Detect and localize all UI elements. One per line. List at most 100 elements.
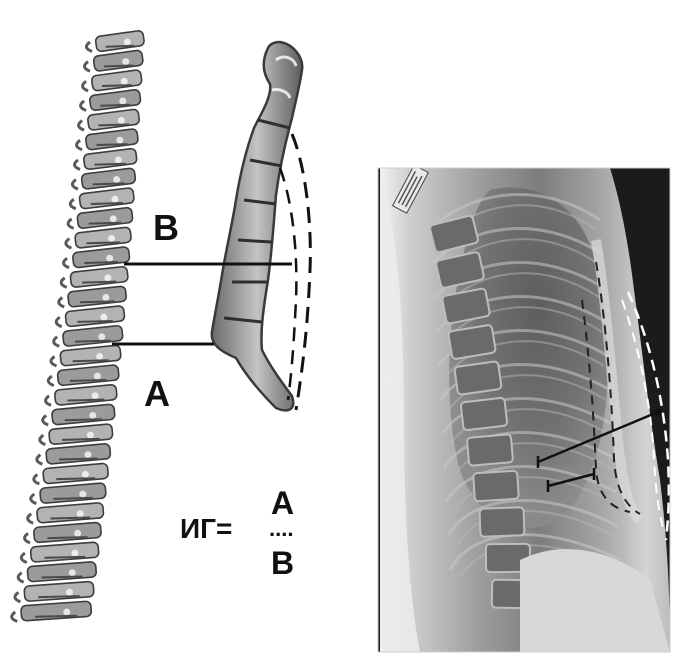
vertebra-disc [104,65,133,66]
vertebra-highlight [66,589,73,596]
vertebra [77,207,133,229]
vertebra-disc [56,478,95,479]
vertebra [83,148,137,170]
vertebra-highlight [111,196,118,203]
vertebra-disc [59,459,97,460]
vertebra-highlight [113,176,120,183]
vertebra-disc [100,105,130,106]
vertebra-highlight [110,215,117,222]
vertebra-highlight [102,294,109,301]
vertebra-highlight [92,392,99,399]
vertebra [93,50,143,72]
vertebra-disc [102,85,132,86]
vertebra [89,89,141,111]
vertebra-process [54,337,60,347]
vertebra-disc [84,262,118,263]
vertebra-highlight [89,412,96,419]
vertebra-highlight [96,353,103,360]
vertebra [43,463,109,484]
vertebra-process [64,258,70,268]
vertebra-process [83,81,89,91]
vertebra-disc [47,537,87,538]
vertebra-disc [75,341,111,342]
vertebra-process [37,455,43,465]
vertebra-disc [38,596,80,597]
vertebra-process [12,612,18,622]
vertebra [21,601,92,621]
vertebra-process [34,474,40,484]
vertebra-disc [73,360,109,361]
vertebra [30,542,99,562]
vertebra-disc [95,164,127,165]
vertebra-highlight [104,274,111,281]
vertebra-highlight [84,451,91,458]
vertebra-disc [80,301,115,302]
label-b: B [153,207,179,248]
vertebra-disc [65,419,102,420]
vertebra-disc [41,576,82,577]
vertebra [75,227,132,249]
xray-vertebra [467,434,513,466]
vertebra [72,247,130,268]
vertebra-process [48,376,54,386]
vertebra-disc [44,557,85,558]
vertebra-highlight [82,471,89,478]
vertebra-process [86,42,92,52]
vertebra-process [15,592,21,602]
vertebra-process [79,121,85,131]
vertebra [54,384,117,405]
vertebra [79,188,135,210]
xray-vertebra [461,398,508,431]
vertebra-disc [91,203,123,204]
xray-vertebra [454,361,501,395]
vertebra-process [25,533,31,543]
xray-vertebra [473,471,519,502]
vertebra-disc [87,242,120,243]
vertebra-highlight [108,235,115,242]
normal-contour-dashed-inner [280,168,296,400]
vertebra-highlight [74,530,81,537]
vertebra-process [72,180,78,190]
vertebra-disc [96,144,127,145]
vertebra [52,404,116,425]
vertebra-process [84,62,90,72]
vertebra-disc [89,223,122,224]
vertebra-process [56,317,62,327]
vertebra-process [28,514,34,524]
xray-measure-endpoint [655,409,662,416]
sternum [212,42,311,410]
xray-vertebra [448,325,496,360]
vertebra-process [70,199,76,209]
vertebra [37,502,104,523]
index-formula: ИГ= A .... B [180,485,294,581]
vertebra-disc [62,439,100,440]
vertebra-highlight [124,39,131,46]
vertebra-process [61,278,67,288]
formula-dots: .... [269,516,293,541]
vertebra-process [66,239,72,249]
vertebra-highlight [100,314,107,321]
vertebra [87,109,140,131]
vertebral-column [12,30,145,621]
vertebra-disc [35,616,77,617]
vertebra-disc [82,282,116,283]
vertebra-highlight [118,117,125,124]
vertebra [33,522,101,542]
formula-lhs: ИГ= [180,513,232,544]
formula-denominator: B [271,545,294,581]
vertebra-process [59,298,65,308]
vertebra-disc [67,400,104,401]
vertebra-disc [70,380,107,381]
vertebra-highlight [119,97,126,104]
vertebra [85,129,138,151]
label-a: A [144,373,170,414]
vertebra-highlight [106,255,113,262]
vertebra-highlight [63,609,70,616]
vertebra-process [43,415,49,425]
vertebra [70,266,128,287]
vertebra [27,562,96,582]
vertebra-process [68,219,74,229]
vertebra-process [21,553,27,563]
vertebra [40,483,106,504]
